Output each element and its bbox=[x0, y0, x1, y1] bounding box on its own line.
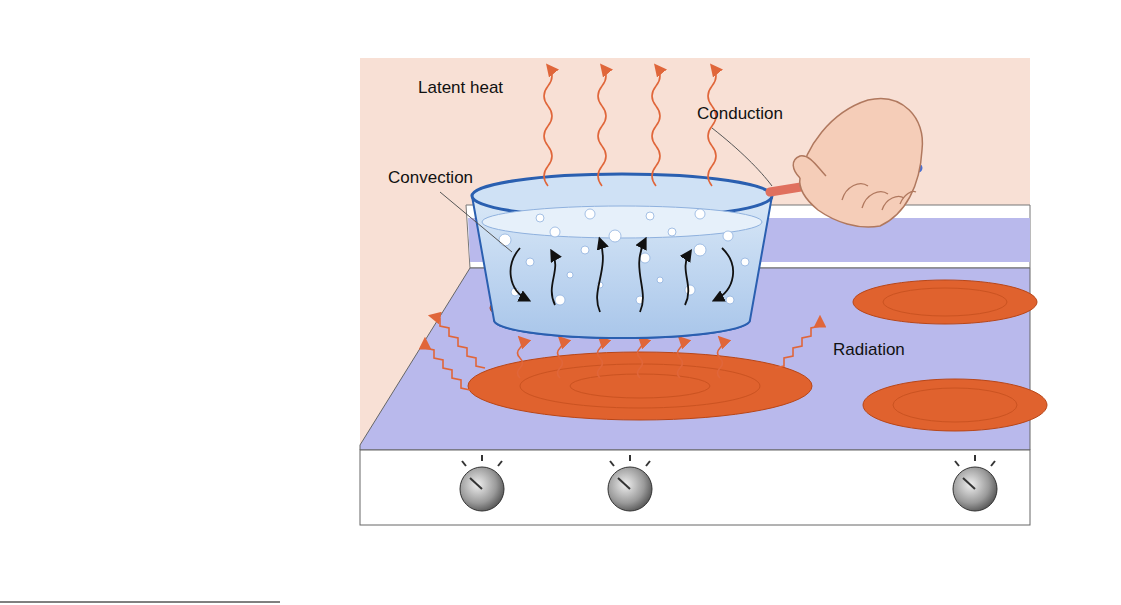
radiation-label: Radiation bbox=[833, 340, 905, 360]
conduction-label: Conduction bbox=[697, 104, 783, 124]
footnote-rule bbox=[0, 602, 280, 603]
latent-heat-label: Latent heat bbox=[418, 78, 503, 98]
leader-lines bbox=[440, 128, 772, 252]
latent-heat-waves bbox=[544, 66, 716, 186]
stove-front bbox=[360, 450, 1030, 525]
knobs bbox=[460, 455, 997, 511]
hand bbox=[793, 99, 922, 228]
saucepan bbox=[472, 174, 772, 338]
convection-label: Convection bbox=[388, 168, 473, 188]
